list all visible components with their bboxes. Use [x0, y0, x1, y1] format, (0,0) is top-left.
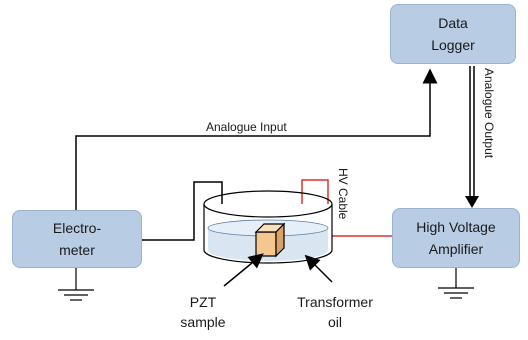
electrometer-box: Electro- meter — [12, 210, 142, 268]
oil-pointer-line — [304, 254, 333, 283]
analogue-input-wire — [75, 68, 438, 210]
transformer-oil-label: Transformer oil — [270, 292, 400, 332]
electrometer-ground-symbol — [58, 268, 94, 301]
transformer-oil-label-line1: Transformer — [297, 294, 373, 310]
hv-amplifier-label-line2: Amplifier — [428, 241, 484, 257]
pzt-sample-cube — [254, 222, 286, 258]
data-logger-box: Data Logger — [390, 4, 516, 64]
pzt-sample-label-line1: PZT — [189, 294, 217, 310]
hv-amplifier-label-line1: High Voltage — [416, 219, 496, 235]
data-logger-label-line1: Data — [438, 15, 468, 31]
data-logger-label-line2: Logger — [431, 37, 475, 53]
electrometer-label-line1: Electro- — [52, 220, 102, 236]
analogue-output-arrowhead — [465, 196, 479, 208]
transformer-oil-label-line2: oil — [327, 314, 342, 330]
analogue-input-label: Analogue Input — [206, 120, 287, 134]
hv-cable-label: HV Cable — [336, 168, 350, 220]
hv-amplifier-box: High Voltage Amplifier — [392, 208, 520, 268]
electrometer-label-line2: meter — [59, 242, 95, 258]
pzt-pointer-line — [223, 253, 264, 287]
analogue-output-label: Analogue Output — [482, 68, 496, 159]
pzt-sample-label: PZT sample — [168, 292, 238, 332]
pzt-sample-label-line2: sample — [180, 314, 226, 330]
hv-amplifier-ground-symbol — [438, 268, 474, 299]
